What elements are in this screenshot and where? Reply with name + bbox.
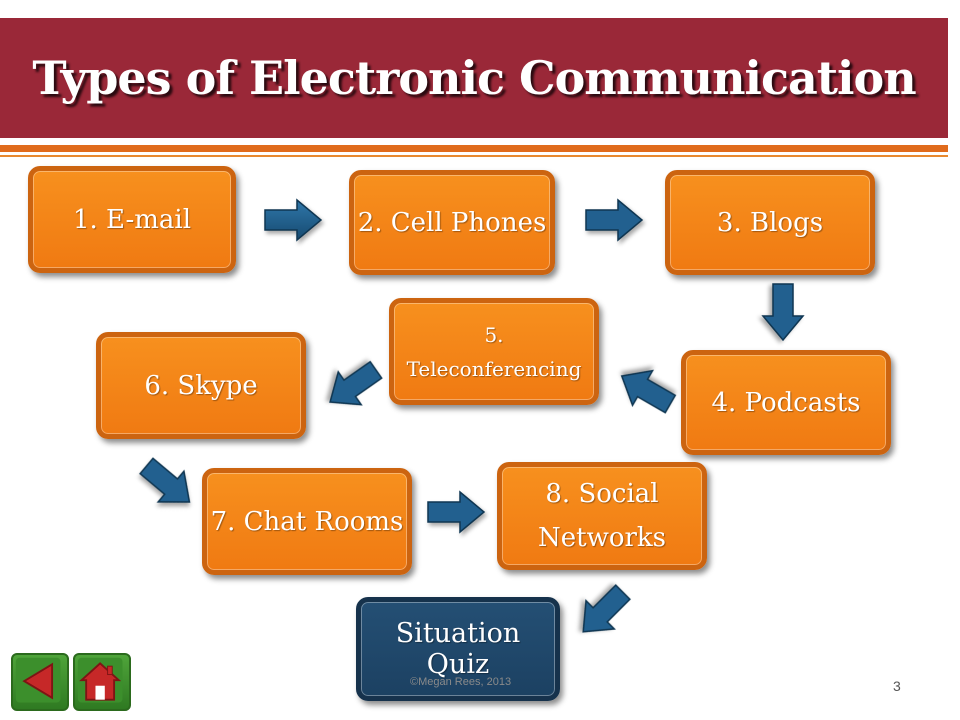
accent-rule-thin: [0, 155, 948, 157]
page-number: 3: [893, 678, 901, 694]
step-email-button[interactable]: 1. E-mail: [28, 166, 236, 273]
step-cell-phones-button[interactable]: 2. Cell Phones: [349, 170, 555, 275]
back-button[interactable]: [11, 653, 69, 711]
step-label: 3. Blogs: [716, 207, 824, 238]
arrow-down-left-icon[interactable]: [569, 578, 637, 646]
step-label: 1. E-mail: [72, 204, 192, 235]
step-skype-button[interactable]: 6. Skype: [96, 332, 306, 439]
step-label: 2. Cell Phones: [357, 207, 547, 238]
quiz-label: Situation Quiz: [395, 618, 521, 680]
title-bar: Types of Electronic Communication: [0, 18, 948, 138]
footer-copyright: ©Megan Rees, 2013: [410, 676, 512, 688]
back-triangle-icon: [15, 657, 61, 703]
arrow-down-right-icon[interactable]: [134, 451, 203, 518]
arrow-right-icon[interactable]: [264, 198, 323, 242]
step-blogs-button[interactable]: 3. Blogs: [665, 170, 875, 275]
step-label: 6. Skype: [144, 370, 258, 401]
slide-title: Types of Electronic Communication: [32, 51, 916, 105]
step-label-line1: 8. Social: [545, 479, 659, 509]
home-button[interactable]: [73, 653, 131, 711]
arrow-down-icon[interactable]: [761, 283, 805, 342]
arrow-up-left-icon[interactable]: [612, 359, 680, 422]
home-icon: [77, 657, 123, 703]
step-label-line1: 5.: [484, 322, 504, 347]
step-label-line2: Teleconferencing: [406, 356, 582, 381]
step-label-line2: Networks: [537, 523, 667, 553]
arrow-right-icon[interactable]: [427, 490, 486, 534]
step-teleconferencing-button[interactable]: 5. Teleconferencing: [389, 298, 599, 405]
accent-rule: [0, 145, 948, 152]
arrow-right-icon[interactable]: [585, 198, 644, 242]
step-label: 4. Podcasts: [711, 387, 861, 418]
step-label: 7. Chat Rooms: [210, 506, 404, 537]
step-social-networks-button[interactable]: 8. Social Networks: [497, 462, 707, 570]
step-podcasts-button[interactable]: 4. Podcasts: [681, 350, 891, 455]
arrow-down-left-icon[interactable]: [319, 354, 388, 419]
step-chat-rooms-button[interactable]: 7. Chat Rooms: [202, 468, 412, 575]
situation-quiz-button[interactable]: Situation Quiz: [356, 597, 560, 701]
